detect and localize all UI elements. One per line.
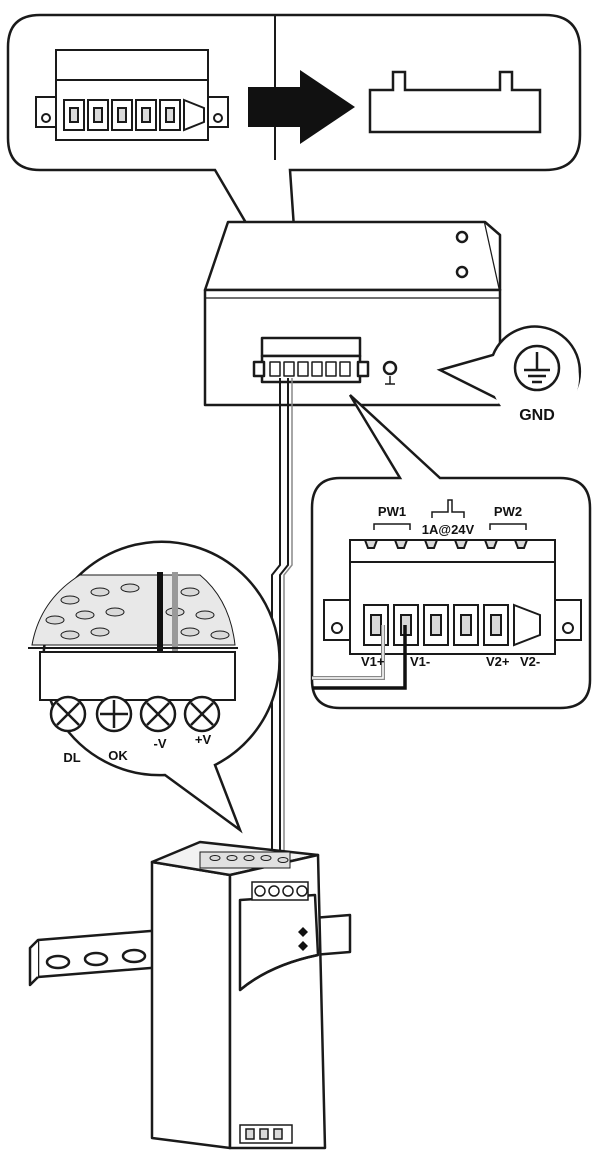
- psu-led-indicators: [298, 927, 308, 951]
- psu-callout-wires: [157, 572, 178, 652]
- pin-label-v2-minus: V2-: [520, 654, 540, 669]
- psu-bottom-terminal: [239, 1124, 293, 1144]
- psu-terminal-strip: [28, 647, 238, 701]
- ground-icon: [513, 344, 561, 392]
- pin-label-v1-plus: V1+: [361, 654, 385, 669]
- psu-unit: [150, 840, 327, 1150]
- psu-screws: [49, 695, 221, 733]
- fault-relay-label: 1A@24V: [422, 522, 475, 537]
- psu-front-terminal: [251, 881, 309, 901]
- psu-vent-pattern: [31, 574, 236, 646]
- psu-top-vents: [199, 851, 291, 869]
- pin-label-v2-plus: V2+: [486, 654, 510, 669]
- switch-device: [203, 220, 502, 407]
- detail-wires: [312, 625, 407, 690]
- psu-pin-ok: OK: [108, 748, 128, 763]
- terminal-block-detail: [323, 539, 582, 655]
- psu-pin-dl: DL: [63, 750, 80, 765]
- terminal-block-plug-icon: [35, 49, 229, 141]
- psu-pin-plus-v: +V: [195, 732, 212, 747]
- gnd-label: GND: [519, 407, 555, 424]
- insert-arrow-icon: [248, 70, 355, 144]
- terminal-receptacle-icon: [368, 70, 542, 134]
- psu-pin-minus-v: -V: [154, 736, 167, 751]
- power-wires: [271, 378, 293, 855]
- pw2-label: PW2: [494, 504, 522, 519]
- gnd-callout: [436, 325, 582, 422]
- terminal-group-brackets: [373, 499, 527, 530]
- pin-label-v1-minus: V1-: [410, 654, 430, 669]
- pw1-label: PW1: [378, 504, 406, 519]
